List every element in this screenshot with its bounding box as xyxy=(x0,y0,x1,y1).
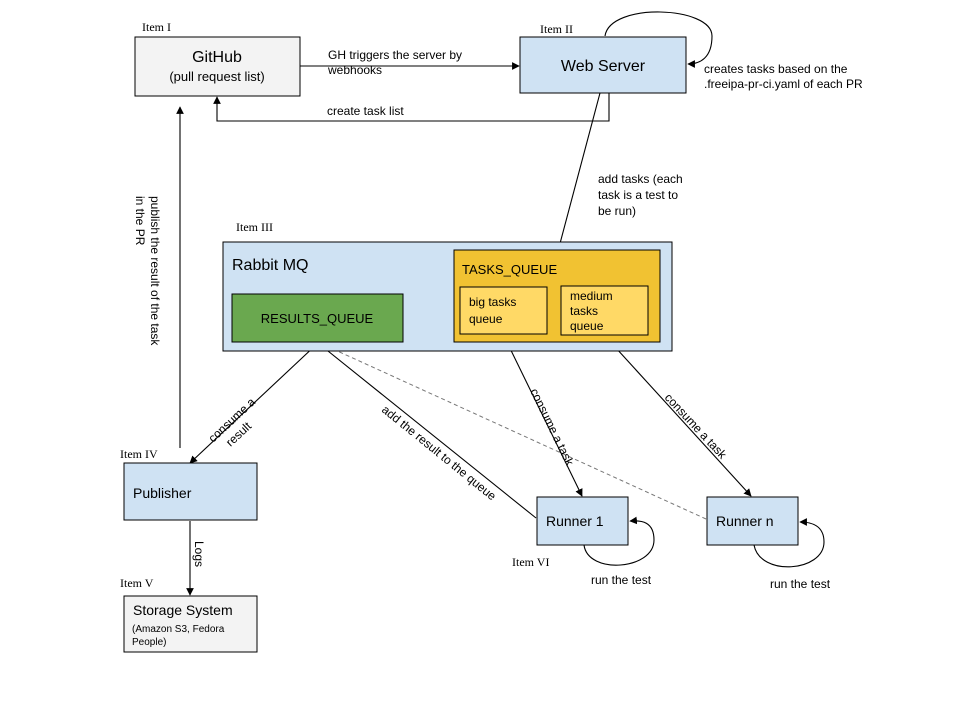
medium-tasks-queue-node: medium tasks queue xyxy=(560,285,649,336)
runner-n-title: Runner n xyxy=(716,513,774,529)
storage-line-2: People) xyxy=(132,637,166,648)
edge-create-task-list xyxy=(213,93,610,122)
github-subtitle: (pull request list) xyxy=(169,69,264,84)
storage-tag: Item V xyxy=(120,576,154,590)
results-queue-node: RESULTS_QUEUE xyxy=(231,293,404,343)
storage-line-1: (Amazon S3, Fedora xyxy=(132,624,225,635)
edge-add-tasks xyxy=(556,92,601,252)
label-consume-task-1: consume a task xyxy=(527,386,577,469)
label-create-tasks-2: .freeipa-pr-ci.yaml of each PR xyxy=(704,77,863,91)
label-add-result: add the result to the queue xyxy=(379,402,499,503)
label-gh-trigger-2: webhooks xyxy=(327,63,382,77)
results-queue-title: RESULTS_QUEUE xyxy=(261,311,374,326)
edge-consume-task-1 xyxy=(503,335,583,497)
medium-tasks-queue-line-2: tasks xyxy=(570,304,598,318)
label-add-tasks-3: be run) xyxy=(598,204,636,218)
runner-1-tag: Item VI xyxy=(512,555,549,569)
label-consume-task-n: consume a task xyxy=(662,390,730,462)
runner-n-node: Runner n xyxy=(706,496,799,546)
label-create-task-list: create task list xyxy=(327,104,404,118)
label-publish-result: publish the result of the task in the PR xyxy=(133,196,162,346)
runner-1-node: Runner 1 xyxy=(536,496,629,546)
publisher-title: Publisher xyxy=(133,485,192,501)
edge-add-result xyxy=(317,342,537,519)
edge-consume-result xyxy=(189,342,319,464)
edge-run-test-1-loop xyxy=(583,516,655,566)
big-tasks-queue-node: big tasks queue xyxy=(459,286,548,335)
tasks-queue-title: TASKS_QUEUE xyxy=(462,262,557,277)
label-publish-result-1: publish the result of the task xyxy=(148,196,162,346)
rabbitmq-title: Rabbit MQ xyxy=(232,257,308,274)
label-create-tasks-1: creates tasks based on the xyxy=(704,62,848,76)
webserver-node: Web Server xyxy=(519,36,687,94)
edge-add-result-dashed xyxy=(321,343,707,520)
medium-tasks-queue-line-3: queue xyxy=(570,319,604,333)
github-tag: Item I xyxy=(142,20,171,34)
storage-title: Storage System xyxy=(133,602,233,618)
storage-node: Storage System (Amazon S3, Fedora People… xyxy=(123,595,258,653)
github-title: GitHub xyxy=(192,49,242,66)
big-tasks-queue-line-1: big tasks xyxy=(469,295,516,309)
label-publish-result-2: in the PR xyxy=(133,196,147,246)
medium-tasks-queue-line-1: medium xyxy=(570,289,613,303)
label-run-test-n: run the test xyxy=(770,577,831,591)
big-tasks-queue-line-2: queue xyxy=(469,312,503,326)
label-add-tasks-2: task is a test to xyxy=(598,188,678,202)
edge-consume-task-n xyxy=(604,335,752,497)
rabbitmq-tag: Item III xyxy=(236,220,273,234)
webserver-tag: Item II xyxy=(540,22,573,36)
publisher-node: Publisher xyxy=(123,462,258,521)
webserver-title: Web Server xyxy=(561,58,646,75)
publisher-tag: Item IV xyxy=(120,447,158,461)
label-add-tasks-1: add tasks (each xyxy=(598,172,683,186)
label-consume-result: consume a result xyxy=(205,395,258,450)
label-logs: Logs xyxy=(192,541,206,567)
github-node: GitHub (pull request list) xyxy=(134,36,301,97)
runner-1-title: Runner 1 xyxy=(546,513,604,529)
edge-run-test-n-loop xyxy=(753,518,825,568)
label-run-test-1: run the test xyxy=(591,573,652,587)
edge-create-tasks-loop xyxy=(604,11,713,68)
label-gh-trigger-1: GH triggers the server by xyxy=(328,48,462,62)
